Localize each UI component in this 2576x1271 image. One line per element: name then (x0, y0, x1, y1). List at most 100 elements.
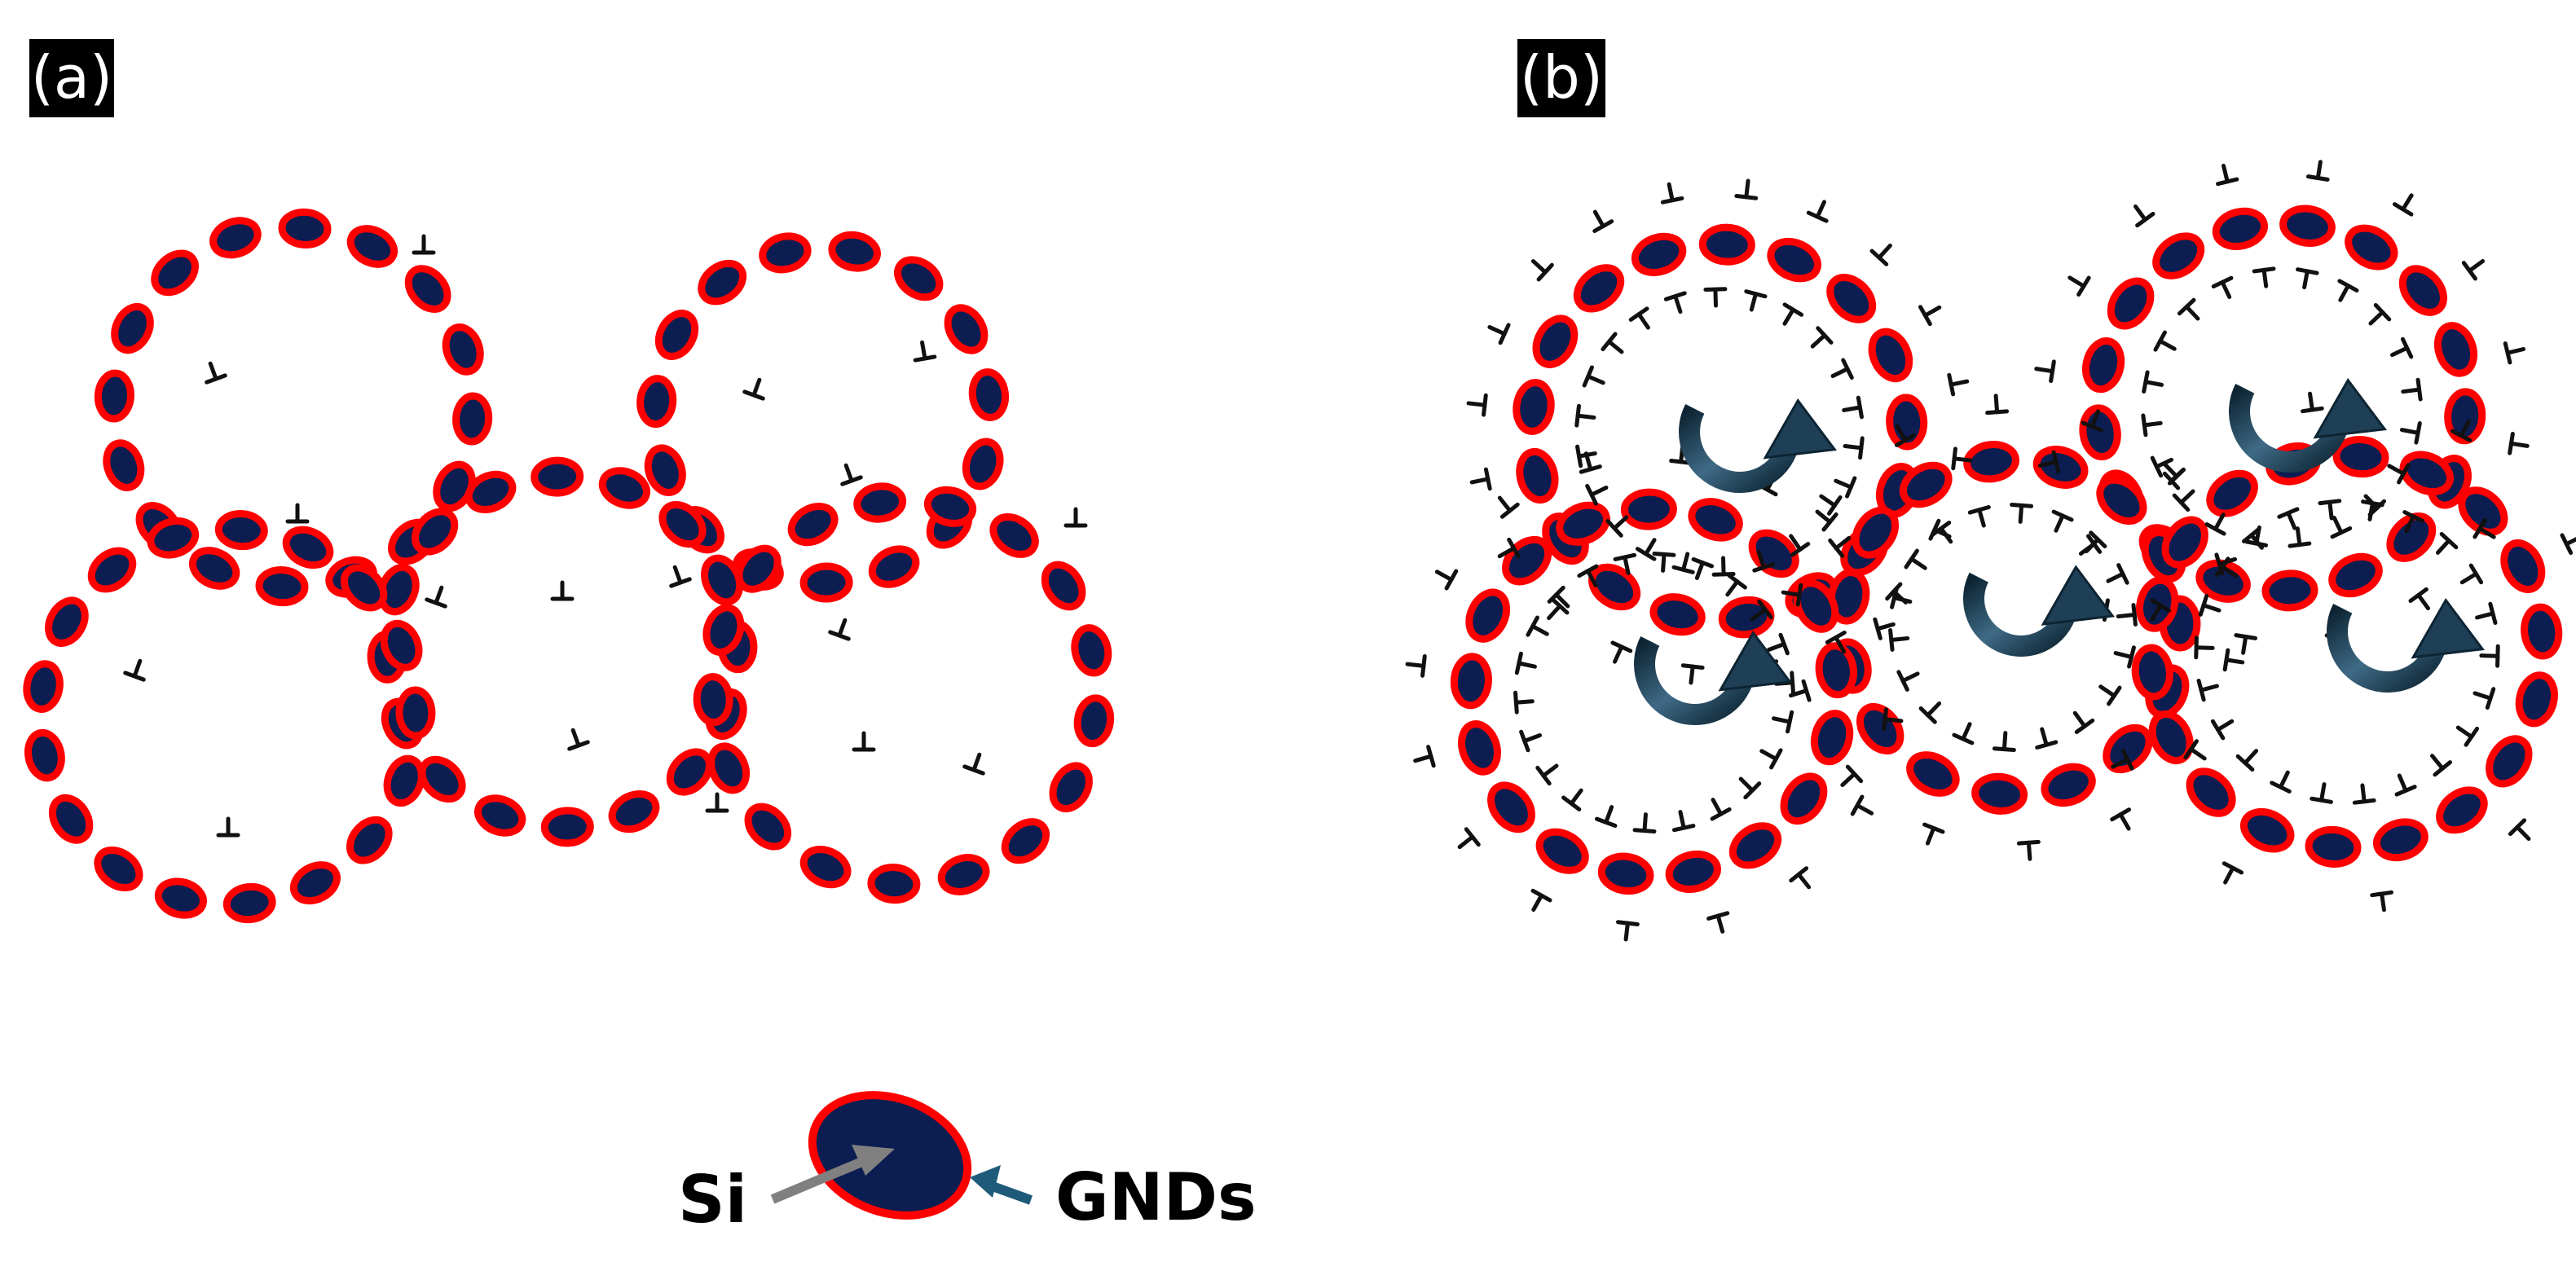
dislocation-icon (852, 731, 876, 752)
dislocation-icon (2084, 530, 2107, 554)
dislocation-icon (1738, 776, 1762, 800)
dislocation-icon (2508, 818, 2531, 842)
si-particle (209, 217, 262, 259)
si-particle (2332, 436, 2389, 478)
dislocation-icon (1660, 182, 1684, 205)
dislocation-icon (1497, 537, 1521, 559)
dislocation-icon (1825, 630, 1847, 654)
dislocation-icon (2473, 687, 2496, 710)
dislocation-icon (2153, 330, 2177, 352)
dislocation-icon (2194, 636, 2215, 660)
si-particle (702, 604, 745, 656)
si-particle (598, 467, 651, 509)
si-particle (404, 265, 451, 313)
si-particle (2161, 516, 2208, 569)
si-particle (340, 564, 388, 612)
dislocation-icon (2318, 499, 2342, 521)
dislocation-icon (705, 792, 729, 813)
si-particle (282, 526, 334, 570)
dislocation-icon (1530, 259, 1554, 282)
si-particle (707, 742, 751, 794)
grain-b2 (2079, 205, 2486, 612)
si-particle (698, 259, 747, 306)
dislocation-icon (1952, 722, 1975, 745)
dislocation-icon (2473, 517, 2496, 539)
si-particle (1728, 822, 1782, 869)
dislocation-icon (1592, 209, 1614, 234)
si-particle (654, 310, 699, 360)
si-particle (473, 794, 526, 837)
dislocation-icon (2141, 413, 2163, 438)
si-particle (944, 304, 989, 354)
dislocation-icon (2142, 370, 2164, 394)
dislocation-icon (2016, 839, 2041, 861)
si-particle (255, 566, 309, 607)
dislocation-icon (742, 377, 765, 401)
dislocation-icon (1497, 495, 1520, 519)
dislocation-icon (1577, 564, 1599, 587)
gnd-label: GNDs (1055, 1159, 1257, 1235)
dislocation-icon (1434, 569, 1459, 591)
grain-a4 (23, 510, 436, 924)
dislocation-icon (1535, 763, 1559, 786)
dislocation-icon (1413, 745, 1436, 768)
si-particle (1535, 828, 1589, 874)
dislocation-icon (1594, 805, 1618, 828)
dislocation-icon (1513, 690, 1535, 715)
dislocation-icon (1843, 436, 1865, 460)
dislocation-icon (1890, 586, 1913, 609)
dislocation-icon (2450, 419, 2473, 442)
dislocation-icon (1628, 306, 1650, 330)
dislocation-icon (2198, 593, 2222, 617)
dislocation-icon (1922, 822, 1945, 846)
grain-a3 (367, 456, 758, 847)
dislocation-icon (2035, 727, 2059, 750)
si-particle (2521, 603, 2563, 660)
si-particle (45, 596, 89, 647)
dislocation-icon (2222, 648, 2245, 672)
dislocation-icon (1514, 651, 1537, 675)
dislocation-icon (1873, 617, 1896, 640)
si-particle (968, 368, 1010, 421)
dislocation-icon (2222, 861, 2244, 885)
dislocation-icon (2390, 336, 2414, 359)
dislocation-icon (1487, 323, 1511, 345)
dislocation-icon (2461, 259, 2486, 281)
dislocation-icon (1752, 549, 1776, 573)
dislocation-icon (2402, 510, 2424, 534)
si-particle (1001, 818, 1050, 864)
dislocation-icon (1894, 424, 1916, 447)
si-particle (1458, 720, 1501, 776)
panel-b-label-text: (b) (1520, 43, 1603, 112)
dislocation-icon (2392, 193, 2414, 217)
dislocation-icon (2310, 782, 2333, 804)
grain-a1 (94, 208, 493, 607)
dislocation-icon (2242, 526, 2264, 550)
panel-b-grains (1405, 160, 2576, 942)
dislocation-icon (1810, 326, 1834, 349)
si-particle (2148, 710, 2194, 765)
dislocation-icon (1585, 484, 1609, 506)
dislocation-icon (2459, 563, 2484, 585)
dislocation-icon (1691, 557, 1715, 580)
si-particle (1620, 488, 1677, 530)
si-particle (2398, 265, 2447, 316)
dislocation-icon (1734, 178, 1759, 200)
si-particle (962, 438, 1004, 490)
si-particle (759, 232, 812, 274)
dislocation-icon (550, 580, 575, 601)
dislocation-icon (1744, 289, 1768, 312)
legend: Si GNDs (678, 1091, 1257, 1238)
si-particle (1588, 563, 1641, 611)
rotation-arrow-icon (2327, 597, 2486, 693)
dislocation-icon (2361, 499, 2384, 521)
si-particle (346, 816, 393, 864)
dislocation-icon (1830, 358, 1854, 380)
si-particle (2107, 277, 2155, 330)
si-particle (1852, 506, 1900, 559)
si-particle (989, 512, 1039, 558)
si-label: Si (678, 1162, 747, 1238)
dislocation-icon (1615, 920, 1640, 942)
si-particle (1631, 232, 1687, 277)
si-particle (1450, 653, 1492, 710)
